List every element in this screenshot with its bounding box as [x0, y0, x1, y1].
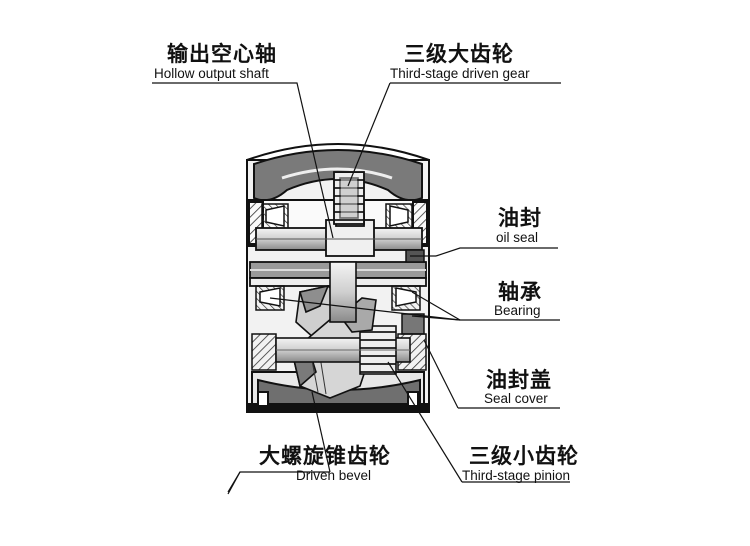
label-third-stage-driven-gear-zh: 三级大齿轮 [404, 42, 514, 66]
hollow-output-shaft [255, 213, 423, 257]
label-hollow-output-shaft-en: Hollow output shaft [154, 66, 269, 81]
label-third-stage-pinion-zh: 三级小齿轮 [469, 444, 579, 468]
label-oil-seal-en: oil seal [496, 230, 539, 245]
label-third-stage-driven-gear-en: Third-stage driven gear [390, 66, 530, 81]
label-oil-seal-zh: 油封 [498, 206, 542, 230]
label-seal-cover-en: Seal cover [484, 391, 548, 406]
label-hollow-output-shaft-zh: 输出空心轴 [167, 42, 277, 66]
leader-lines [152, 82, 570, 495]
label-bearing-zh: 轴承 [498, 280, 542, 304]
label-seal-cover-zh: 油封盖 [486, 368, 552, 392]
label-third-stage-pinion-en: Third-stage pinion [462, 468, 571, 483]
third-stage-driven-gear [333, 171, 365, 225]
label-bearing-en: Bearing [494, 303, 541, 318]
top-bearings [261, 203, 413, 231]
label-driven-bevel-en: Driven bevel [296, 468, 372, 483]
vertical-shaft [329, 261, 357, 323]
middle-bearings [255, 285, 421, 311]
third-stage-pinion [275, 297, 411, 375]
label-driven-bevel-zh: 大螺旋锥齿轮 [259, 444, 391, 468]
